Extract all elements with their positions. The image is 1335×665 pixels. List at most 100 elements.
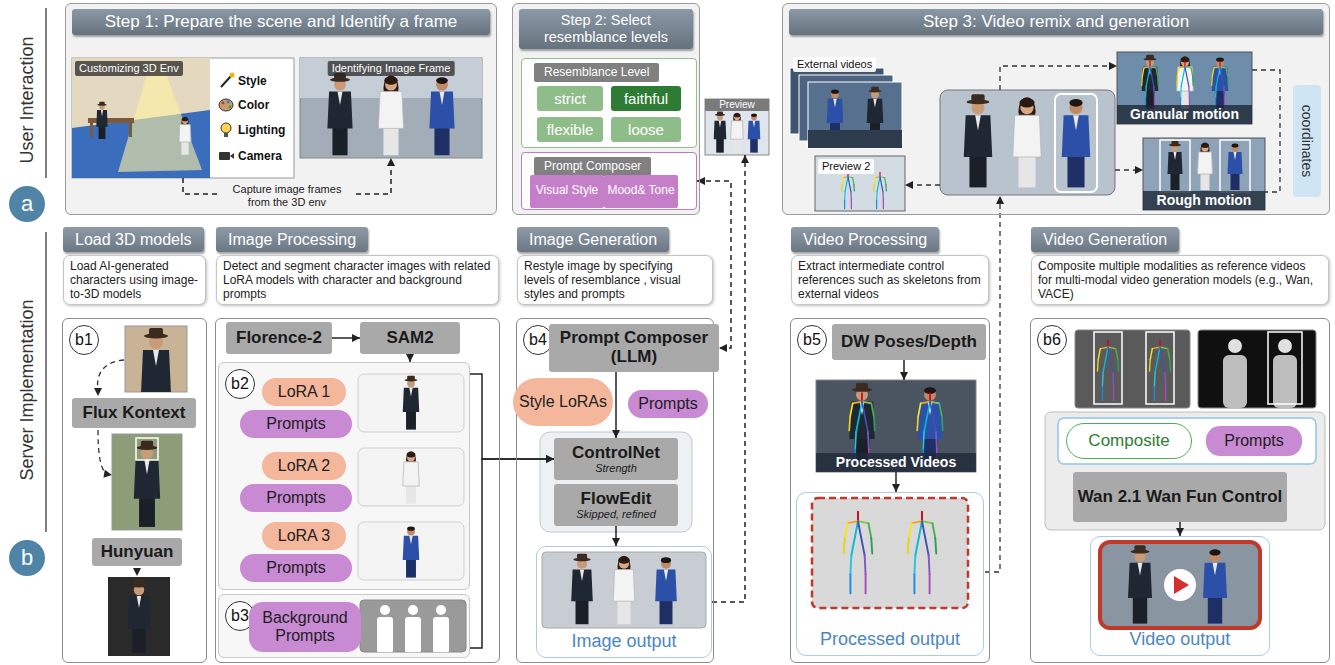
figure-hat bbox=[407, 376, 415, 380]
figure-coat bbox=[867, 99, 884, 123]
prompt-chip: Visual Style bbox=[530, 175, 604, 208]
pose-bone bbox=[1188, 87, 1190, 98]
figure-hair bbox=[1209, 549, 1220, 555]
container-fill bbox=[62, 318, 207, 663]
arrow-head bbox=[103, 470, 112, 478]
tag-pill: LoRA 3 bbox=[262, 522, 346, 550]
divider-line bbox=[45, 232, 47, 532]
subtitle: Skipped, refined bbox=[576, 508, 656, 520]
connector-line bbox=[615, 372, 617, 438]
pose-bone bbox=[849, 574, 851, 593]
connector bbox=[900, 360, 908, 380]
figure-hat bbox=[717, 111, 723, 114]
pose-bone bbox=[885, 178, 886, 185]
pose-bone bbox=[1113, 386, 1114, 400]
container-fill bbox=[536, 546, 712, 658]
tag-pill: LoRA 1 bbox=[262, 378, 346, 406]
figure-shirt bbox=[1234, 152, 1237, 160]
pose-bone bbox=[850, 403, 853, 417]
pose-bone bbox=[915, 521, 922, 555]
option-button: strict bbox=[537, 86, 603, 111]
image-backdrop bbox=[940, 90, 1115, 195]
arrow-head bbox=[612, 538, 620, 546]
output-box: Image output bbox=[536, 546, 712, 658]
node-text: Style LoRAs bbox=[519, 393, 607, 411]
node-text: faithful bbox=[624, 90, 668, 107]
image-backdrop bbox=[542, 552, 706, 628]
image-backdrop bbox=[812, 498, 968, 608]
image-label: External videos bbox=[793, 57, 876, 72]
pose-bone bbox=[921, 402, 930, 404]
illustration-shape bbox=[808, 130, 902, 148]
tag-pill: Style LoRAs bbox=[513, 378, 613, 426]
lighting-icon bbox=[224, 133, 228, 137]
pose-bone bbox=[1215, 87, 1217, 98]
node-text: LoRA 2 bbox=[278, 457, 330, 475]
node-text: Florence-2 bbox=[236, 329, 322, 348]
figure-hat bbox=[871, 87, 879, 91]
pose-bone bbox=[1146, 67, 1150, 87]
figure-coat bbox=[1168, 152, 1183, 174]
pose-bone bbox=[1149, 61, 1150, 67]
pose-bone bbox=[1159, 340, 1160, 347]
option-group: Prompt ComposerVisual StyleMood& Tone bbox=[521, 152, 697, 210]
figure-coat bbox=[134, 460, 160, 499]
pose-bone bbox=[1227, 77, 1229, 86]
pose-bone bbox=[864, 555, 867, 574]
arrow-head bbox=[697, 177, 705, 185]
pose-bone bbox=[870, 538, 873, 553]
container-fill bbox=[1030, 318, 1330, 663]
pose-bone bbox=[930, 402, 936, 433]
pose-bone bbox=[841, 184, 843, 191]
pose-bone bbox=[922, 432, 925, 449]
figure-head bbox=[751, 114, 757, 120]
arrow-head bbox=[1135, 166, 1143, 174]
callout-number: b2 bbox=[225, 369, 255, 399]
process-box: Flux Kontext bbox=[72, 398, 196, 428]
pose-bone bbox=[929, 574, 931, 593]
figure-hair bbox=[831, 89, 839, 93]
figure-coat bbox=[141, 350, 171, 392]
figure-shirt bbox=[337, 91, 342, 104]
figure-hair bbox=[436, 77, 448, 84]
pose-bone bbox=[876, 192, 878, 200]
process-box: FlowEditSkipped, refined bbox=[554, 484, 678, 526]
pose-bone bbox=[844, 200, 845, 208]
pose-bone bbox=[1179, 67, 1185, 68]
connector bbox=[470, 455, 554, 648]
option-button: flexible bbox=[537, 117, 603, 142]
figure-coat bbox=[827, 99, 844, 123]
figure-coat bbox=[1198, 152, 1213, 174]
node-text: Composite bbox=[1088, 431, 1169, 451]
illustration-shape bbox=[129, 123, 132, 137]
container-fill bbox=[512, 3, 700, 215]
pose-bone bbox=[848, 177, 851, 192]
video-frame bbox=[1100, 542, 1260, 628]
image-content bbox=[1098, 340, 1171, 400]
connector bbox=[612, 372, 620, 438]
figure-coat bbox=[403, 462, 420, 486]
node-text: Mood& Tone bbox=[607, 184, 674, 197]
arrow-head bbox=[719, 344, 727, 352]
group-box: b3Background Prompts bbox=[218, 594, 470, 658]
container-fill bbox=[65, 3, 497, 215]
color-icon bbox=[219, 99, 233, 111]
pose-bone bbox=[868, 523, 871, 538]
pose-bone bbox=[1211, 77, 1213, 86]
output-label: Video output bbox=[1091, 629, 1269, 650]
coordinate-tag: coordinates bbox=[1293, 85, 1321, 197]
dashed-leader bbox=[1115, 169, 1137, 170]
container-fill bbox=[218, 594, 470, 658]
illustration-shape bbox=[433, 617, 449, 652]
figure-shirt bbox=[975, 115, 981, 130]
process-box: Florence-2 bbox=[226, 322, 332, 354]
icon-label: Lighting bbox=[238, 123, 285, 137]
image-label: Granular motion bbox=[1117, 105, 1252, 124]
pose-bone bbox=[867, 432, 870, 449]
figure-coat bbox=[96, 110, 107, 127]
figure-coat bbox=[403, 388, 420, 412]
figure-shirt bbox=[409, 388, 412, 397]
panel-heading: Step 3: Video remix and generation bbox=[789, 9, 1323, 35]
pose-bone bbox=[929, 393, 931, 402]
